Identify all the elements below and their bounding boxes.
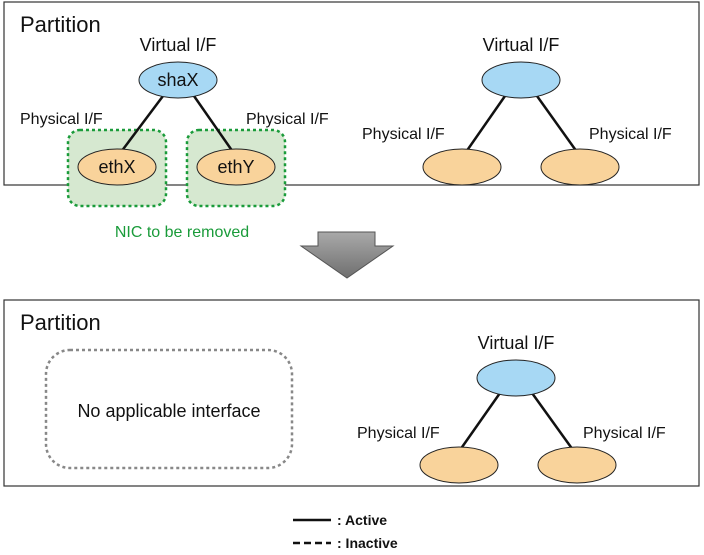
physical-if-label-3a: Physical I/F xyxy=(357,425,440,442)
link-active-after-b xyxy=(530,392,575,451)
down-arrow xyxy=(299,231,395,279)
virtual-node-right xyxy=(481,61,561,99)
physical-if-label-3b: Physical I/F xyxy=(583,425,666,442)
link-active-shax-ethy xyxy=(192,95,235,153)
no-interface-text: No applicable interface xyxy=(77,401,260,421)
physical-node-ethy xyxy=(196,148,276,186)
physical-node-ethx-label: ethX xyxy=(98,157,135,177)
physical-if-label-1a: Physical I/F xyxy=(20,111,103,128)
physical-node-after-b xyxy=(537,446,617,484)
virtual-if-label-1: Virtual I/F xyxy=(140,35,217,55)
virtual-if-label-2: Virtual I/F xyxy=(483,35,560,55)
physical-if-label-1b: Physical I/F xyxy=(246,111,329,128)
partition-label-after: Partition xyxy=(20,310,101,335)
link-active-after-a xyxy=(458,392,502,451)
nic-to-be-removed-caption: NIC to be removed xyxy=(115,224,249,241)
physical-node-after-a xyxy=(419,446,499,484)
physical-if-label-2a: Physical I/F xyxy=(362,126,445,143)
link-active-shax-ethx xyxy=(120,95,164,153)
no-interface-box xyxy=(44,348,294,470)
physical-node-right-b xyxy=(540,148,620,186)
link-active-right-a xyxy=(464,95,507,153)
virtual-if-label-3: Virtual I/F xyxy=(478,333,555,353)
virtual-node-after xyxy=(476,359,556,397)
physical-node-ethy-label: ethY xyxy=(217,157,254,177)
virtual-node-shax-label: shaX xyxy=(157,70,198,90)
partition-label-before: Partition xyxy=(20,12,101,37)
legend-inactive-label: : Inactive xyxy=(337,535,398,551)
physical-node-ethx xyxy=(77,148,157,186)
virtual-node-shax xyxy=(138,61,218,99)
legend-active-label: : Active xyxy=(337,512,387,528)
link-active-right-b xyxy=(535,95,579,153)
physical-if-label-2b: Physical I/F xyxy=(589,126,672,143)
physical-node-right-a xyxy=(422,148,502,186)
